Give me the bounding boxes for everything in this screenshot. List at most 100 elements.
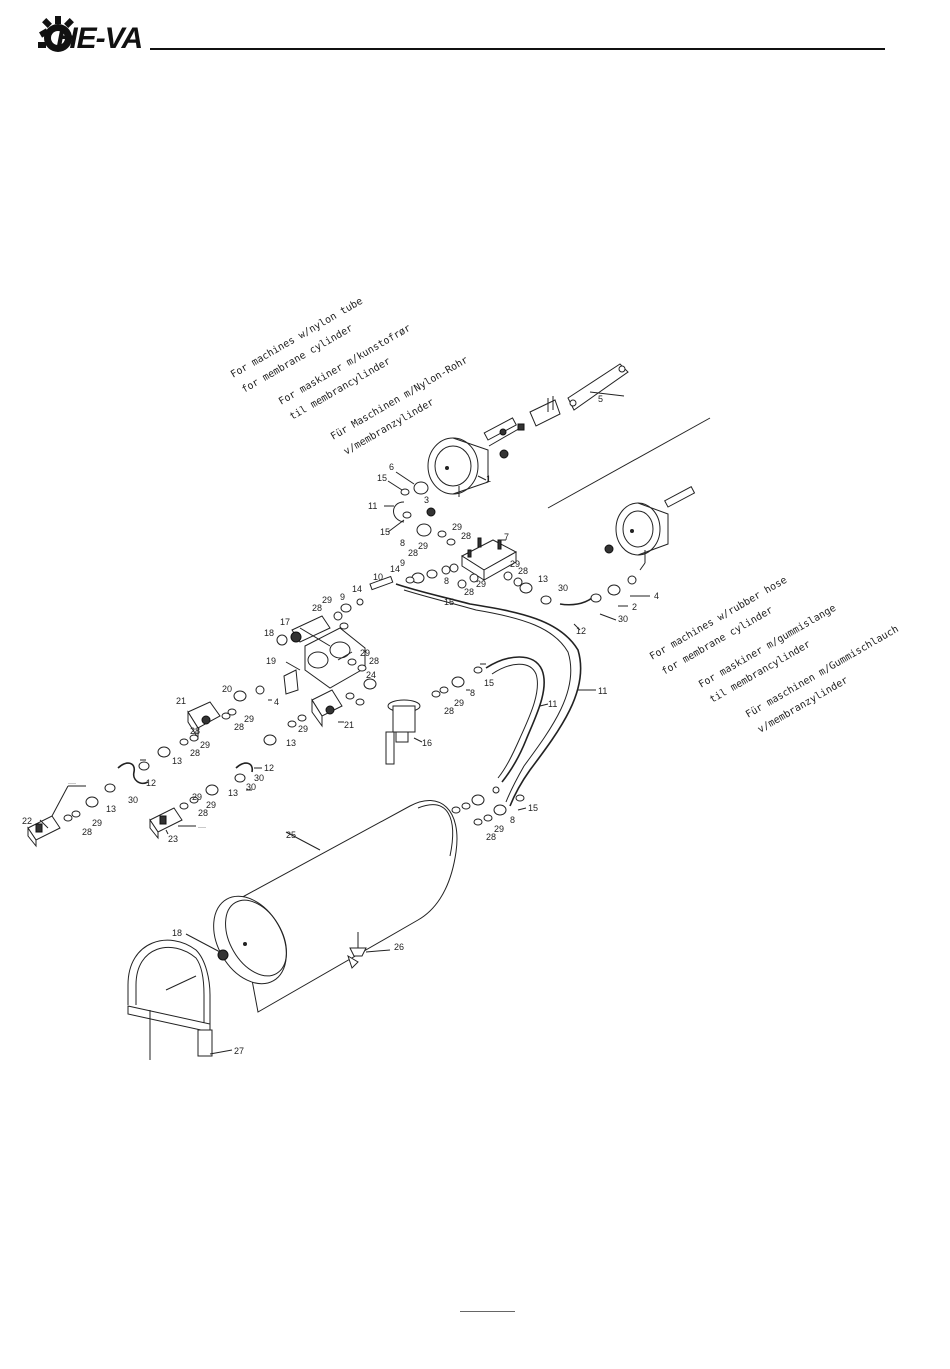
callout: 18	[264, 628, 274, 638]
callout: 19	[266, 656, 276, 666]
callout: 30	[128, 795, 138, 805]
membrane-cylinder-rubber-variant	[604, 486, 696, 571]
callout: 13	[286, 738, 296, 748]
callout: 15	[377, 473, 387, 483]
air-tank	[213, 800, 458, 1013]
callout: 8	[400, 538, 405, 548]
variant-divider	[547, 417, 711, 509]
coupling-head-right	[311, 689, 343, 728]
callout: 16	[422, 738, 432, 748]
callout: 28	[464, 587, 474, 597]
callout: 29	[298, 724, 308, 734]
callout: 29	[192, 792, 202, 802]
callout: 21	[176, 696, 186, 706]
gladhand-coupling-23: ——	[149, 807, 206, 840]
callout: 9	[340, 592, 345, 602]
callout: 13	[172, 756, 182, 766]
callout: 29	[322, 595, 332, 605]
footer-rule	[460, 1311, 515, 1312]
callout: 8	[510, 815, 515, 825]
callout: 28	[408, 548, 418, 558]
callout: 29	[452, 522, 462, 532]
membrane-cylinder-upper	[427, 417, 523, 497]
callout: 1	[486, 474, 491, 484]
tank-plug	[217, 949, 229, 961]
callout: 26	[394, 942, 404, 952]
hose-11-outer-edge	[403, 589, 572, 803]
callout: 14	[390, 564, 400, 574]
callout-labels: 5 1 6 15 11 3 15 8 29 28 7 28 29 29 28 9…	[22, 394, 659, 1056]
callout: 14	[352, 584, 362, 594]
hose-11-loop	[393, 501, 405, 523]
callout: 8	[470, 688, 475, 698]
elbow-fitting	[283, 669, 299, 695]
callout: 29	[454, 698, 464, 708]
callout: 30	[618, 614, 628, 624]
callout: 30	[254, 773, 264, 783]
callout: 3	[424, 495, 429, 505]
note-rubber-hose: For machines w/rubber hose for membrane …	[648, 575, 901, 736]
tank-bracket	[127, 939, 213, 1060]
callout: 12	[576, 626, 586, 636]
callout: 5	[598, 394, 603, 404]
callout: 17	[280, 617, 290, 627]
callout: 15	[444, 597, 454, 607]
callout: 28	[369, 656, 379, 666]
brake-valve	[290, 615, 366, 689]
note-nylon-tube: For machines w/nylon tube for membrane c…	[229, 296, 470, 458]
callout: 28	[461, 531, 471, 541]
hose-12-left	[117, 762, 149, 785]
control-valve-block	[460, 537, 518, 581]
hose-12-right	[559, 597, 593, 606]
callout: 29	[244, 714, 254, 724]
callout: 9	[400, 558, 405, 568]
callout: 28	[190, 748, 200, 758]
callout: 23	[168, 834, 178, 844]
callout: 11	[598, 686, 607, 696]
line-filter	[385, 699, 421, 765]
callout: 18	[172, 928, 182, 938]
callout: 20	[222, 684, 232, 694]
callout: 29	[200, 740, 210, 750]
gladhand-tag: ——	[68, 780, 76, 785]
gladhand-coupling-22: ——	[27, 780, 86, 848]
callout: 22	[22, 816, 32, 826]
callout: 4	[274, 697, 279, 707]
callout: 15	[528, 803, 538, 813]
drain-cock	[347, 932, 367, 969]
callout: 2	[632, 602, 637, 612]
callout: 15	[484, 678, 494, 688]
callout: 29	[206, 800, 216, 810]
hose-11-inner-edge	[491, 663, 538, 779]
header-rule	[150, 48, 885, 50]
callout: 29	[494, 824, 504, 834]
callout: 29	[418, 541, 428, 551]
gladhand-tag: ——	[198, 824, 206, 829]
leader-lines	[39, 391, 650, 1055]
hose-12-mid	[235, 762, 254, 773]
hose-11-inner	[485, 656, 545, 783]
callout: 28	[82, 827, 92, 837]
callout: 6	[389, 462, 394, 472]
callout: 13	[228, 788, 238, 798]
callout: 28	[518, 566, 528, 576]
callout: 11	[548, 699, 557, 709]
gear-icon	[38, 16, 74, 52]
callout: 28	[444, 706, 454, 716]
callout: 11	[368, 501, 377, 511]
callout: 29	[360, 648, 370, 658]
callout: 7	[504, 532, 509, 542]
callout: 12	[146, 778, 156, 788]
callout: 29	[92, 818, 102, 828]
callout: 30	[246, 782, 256, 792]
callout: 28	[486, 832, 496, 842]
callout: 28	[198, 808, 208, 818]
callout: 12	[264, 763, 274, 773]
callout: 8	[444, 576, 449, 586]
callout: 29	[510, 559, 520, 569]
callout: 13	[538, 574, 548, 584]
callout: 4	[654, 591, 659, 601]
callout: 28	[234, 722, 244, 732]
callout: 28	[312, 603, 322, 613]
